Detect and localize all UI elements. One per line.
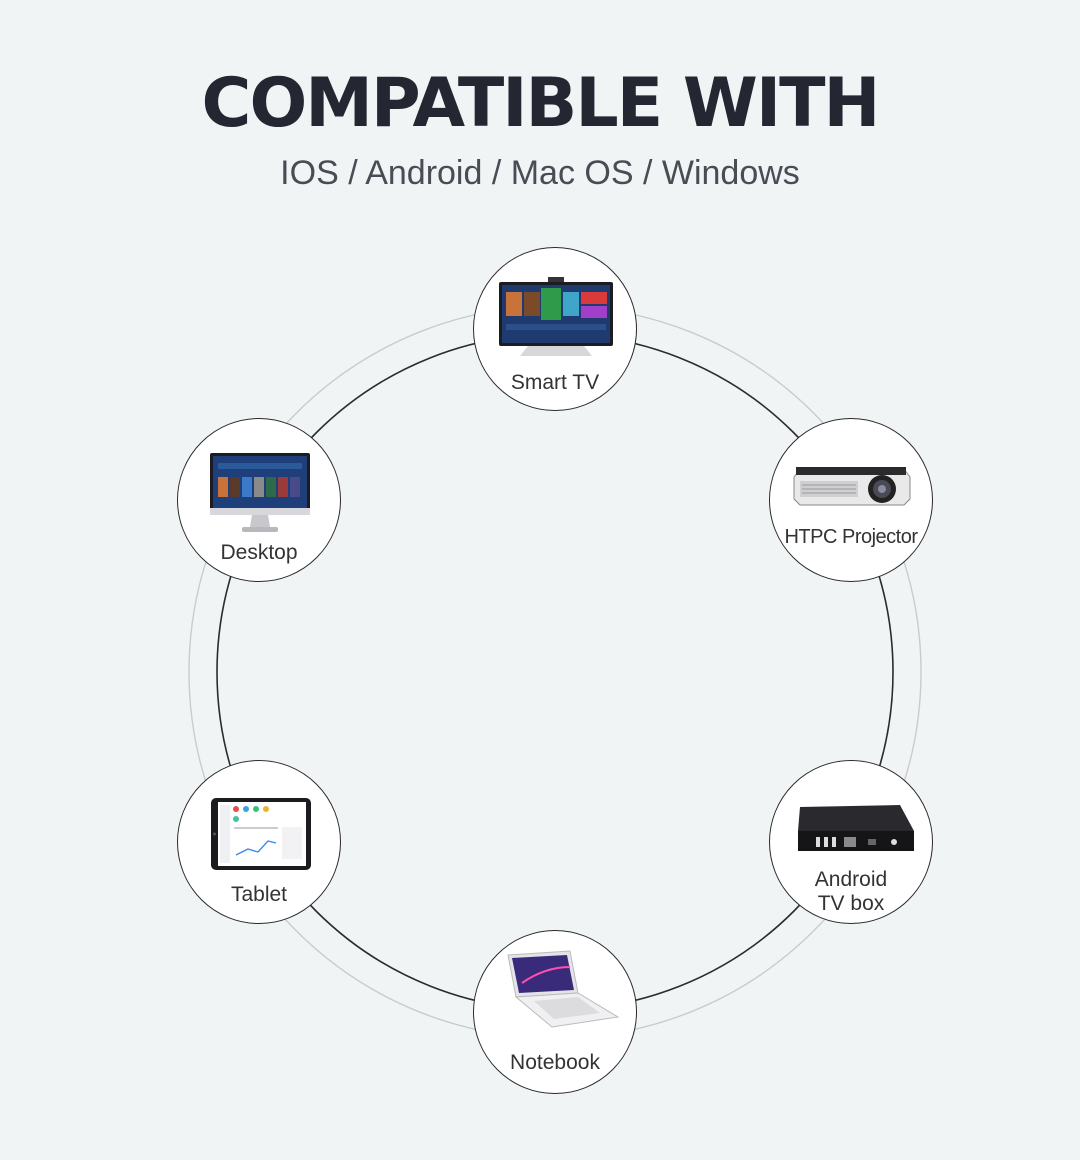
- device-label: Smart TV: [510, 371, 600, 394]
- device-android-tv-box: Android TV box: [769, 760, 933, 924]
- page-subtitle: IOS / Android / Mac OS / Windows: [280, 154, 800, 192]
- device-label-line1: Android: [814, 868, 888, 891]
- smart-tv-icon: [499, 277, 613, 356]
- device-notebook: Notebook: [473, 930, 637, 1094]
- projector-icon: [793, 467, 911, 506]
- device-smart-tv: Smart TV: [473, 247, 637, 411]
- notebook-icon: [507, 950, 620, 1028]
- device-label: Notebook: [510, 1051, 600, 1074]
- device-desktop: Desktop: [177, 418, 341, 582]
- device-tablet: Tablet: [177, 760, 341, 924]
- device-projector: HTPC Projector: [769, 418, 933, 582]
- page-title: COMPATIBLE WITH: [201, 64, 881, 143]
- device-label: HTPC Projector: [784, 526, 918, 548]
- desktop-monitor-icon: [210, 453, 310, 532]
- device-label-line2: TV box: [817, 892, 885, 915]
- tablet-icon: [211, 798, 311, 870]
- device-label: Desktop: [220, 541, 298, 564]
- tv-box-icon: [798, 805, 914, 851]
- device-label: Tablet: [230, 883, 288, 906]
